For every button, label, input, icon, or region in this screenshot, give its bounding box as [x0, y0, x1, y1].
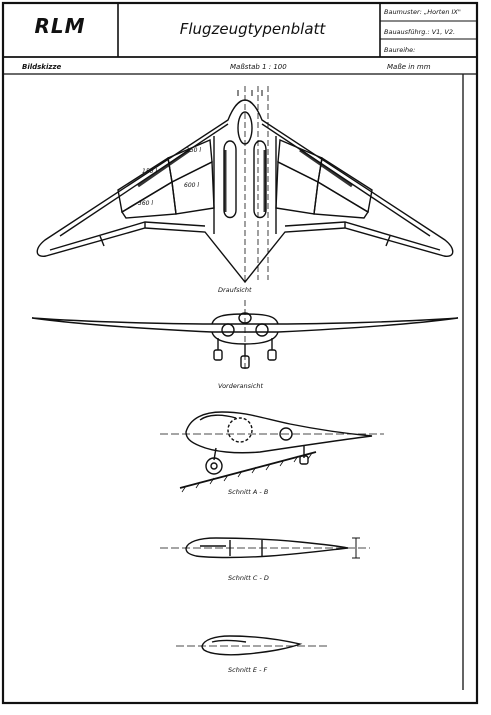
field-baumuster: Baumuster: „Horten IX": [384, 8, 461, 16]
caption-section-ab: Schnitt A - B: [228, 488, 269, 496]
field-baureihe: Baureihe:: [384, 46, 416, 54]
page-title: Flugzeugtypenblatt: [179, 20, 326, 38]
tank-label-3: 360 l: [138, 200, 154, 207]
tank-label-4: 600 l: [184, 182, 200, 189]
tank-label-2: 150 l: [186, 147, 202, 154]
label-scale: Maßstab 1 : 100: [230, 63, 287, 71]
caption-vorderansicht: Vorderansicht: [218, 382, 264, 390]
label-units: Maße in mm: [387, 63, 431, 71]
tank-label-1: 150 l: [142, 168, 158, 175]
org-logo-text: RLM: [34, 14, 86, 38]
caption-section-cd: Schnitt C - D: [228, 574, 269, 582]
caption-section-ef: Schnitt E - F: [228, 666, 268, 674]
caption-draufsicht: Draufsicht: [218, 286, 252, 294]
label-bildskizze: Bildskizze: [22, 63, 62, 71]
field-bauausfuehrung: Bauausführg.: V1, V2.: [384, 28, 456, 36]
